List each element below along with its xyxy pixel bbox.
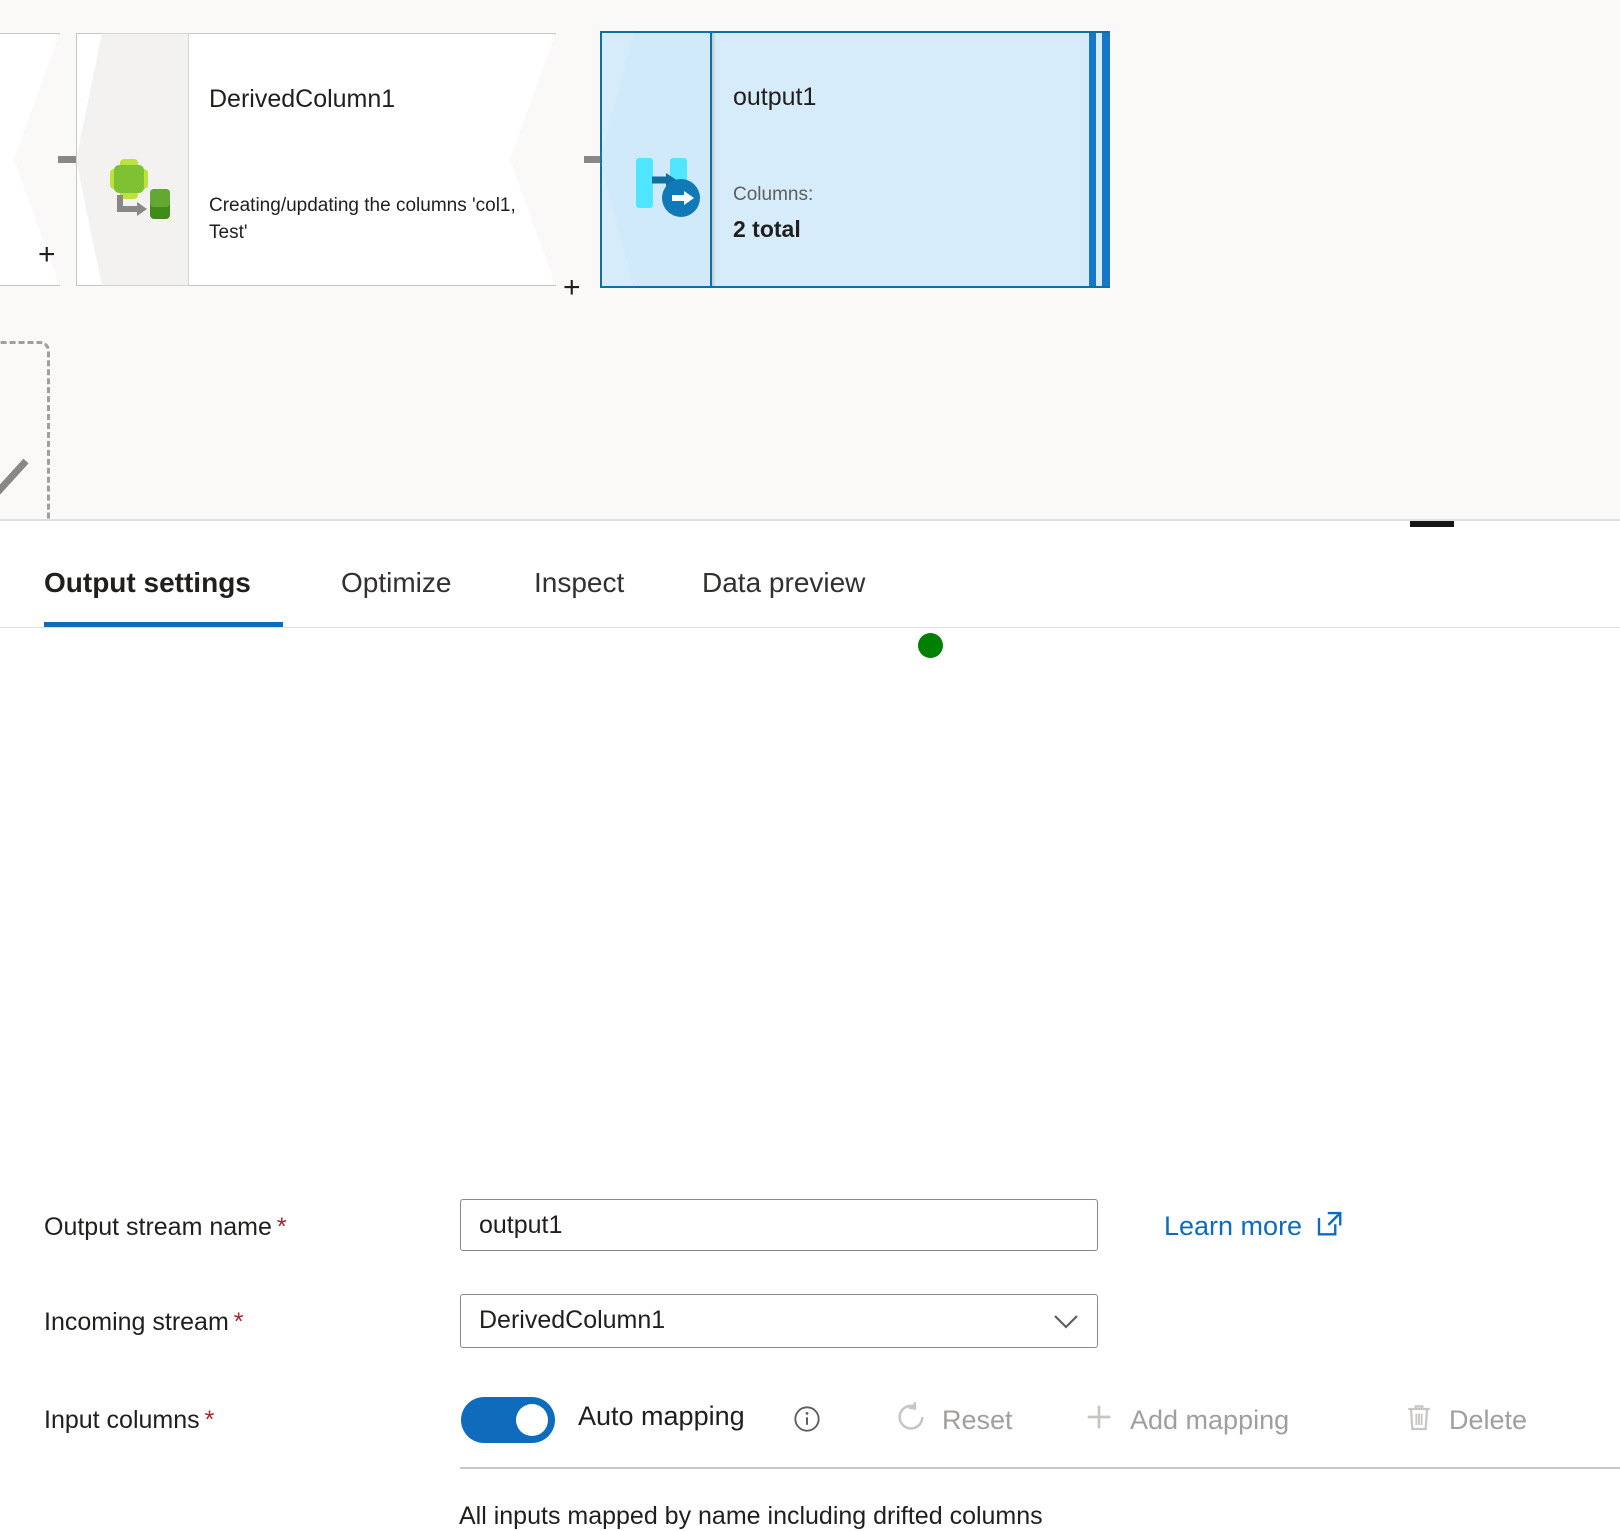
node-output1-divider <box>710 33 716 286</box>
tab-data-preview-label: Data preview <box>702 567 866 598</box>
reset-mapping-button[interactable]: Reset <box>894 1397 1013 1443</box>
chevron-down-icon <box>1053 1313 1079 1336</box>
node-derived-column1-description: Creating/updating the columns 'col1, Tes… <box>209 195 516 243</box>
node-output1-title: output1 <box>733 83 817 111</box>
trash-icon <box>1403 1400 1435 1441</box>
info-icon[interactable] <box>793 1405 821 1438</box>
panel-resize-handle[interactable] <box>1410 521 1454 527</box>
sink-icon <box>632 150 704 222</box>
output-stream-name-label-text: Output stream name <box>44 1213 272 1241</box>
settings-panel: Output settings Optimize Inspect Data pr… <box>0 521 1620 1530</box>
auto-mapping-label: Auto mapping <box>578 1401 745 1431</box>
auto-mapping-toggle-knob <box>516 1404 548 1436</box>
incoming-stream-value: DerivedColumn1 <box>479 1306 666 1334</box>
tab-optimize[interactable]: Optimize <box>341 559 451 627</box>
tab-data-preview[interactable]: Data preview <box>702 559 865 627</box>
refresh-icon <box>894 1400 928 1441</box>
mapping-footer-note: All inputs mapped by name including drif… <box>459 1502 1043 1530</box>
incoming-stream-required-marker: * <box>233 1308 244 1336</box>
diagonal-line <box>0 455 38 507</box>
reset-mapping-label: Reset <box>942 1404 1013 1435</box>
tab-inspect[interactable]: Inspect <box>534 559 624 627</box>
output-stream-name-required-marker: * <box>276 1213 287 1241</box>
node-derived-column1-add-button[interactable]: + <box>563 271 581 304</box>
incoming-stream-label-text: Incoming stream <box>44 1308 229 1336</box>
tab-output-settings-label: Output settings <box>44 567 251 598</box>
add-mapping-button[interactable]: Add mapping <box>1082 1397 1289 1443</box>
tab-output-settings[interactable]: Output settings <box>44 559 283 627</box>
plus-icon <box>1082 1400 1116 1441</box>
tab-optimize-label: Optimize <box>341 567 452 598</box>
node-derived-column1-title: DerivedColumn1 <box>209 85 396 113</box>
learn-more-label: Learn more <box>1164 1211 1303 1241</box>
incoming-stream-select[interactable]: DerivedColumn1 <box>460 1294 1098 1348</box>
auto-mapping-toggle[interactable] <box>461 1397 555 1443</box>
panel-tabbar: Output settings Optimize Inspect Data pr… <box>0 559 1620 658</box>
node-output1-columns-value: 2 total <box>733 216 801 242</box>
add-mapping-label: Add mapping <box>1130 1404 1290 1435</box>
input-columns-label-text: Input columns <box>44 1406 200 1434</box>
canvas-bottom-border <box>0 519 1620 521</box>
node-output1[interactable]: output1 Columns: 2 total <box>600 31 1110 288</box>
output-stream-name-label: Output stream name* <box>44 1213 287 1242</box>
dataflow-canvas[interactable]: + DerivedColumn1 Creating/updating the c… <box>0 0 1620 521</box>
output-stream-name-input[interactable] <box>460 1199 1098 1251</box>
tab-inspect-label: Inspect <box>534 567 625 598</box>
data-preview-status-dot <box>918 633 943 658</box>
delete-mapping-label: Delete <box>1449 1404 1528 1435</box>
external-link-icon <box>1314 1208 1344 1245</box>
node-output1-columns-label: Columns: <box>733 184 814 205</box>
mapping-section-divider <box>460 1467 1620 1469</box>
learn-more-link[interactable]: Learn more <box>1164 1208 1344 1245</box>
node-derived-column1[interactable]: DerivedColumn1 Creating/updating the col… <box>76 33 581 303</box>
node-output1-accent-bar-2 <box>1102 33 1110 286</box>
dashed-placeholder-box <box>0 341 50 521</box>
input-columns-required-marker: * <box>204 1406 215 1434</box>
delete-mapping-button[interactable]: Delete <box>1403 1397 1527 1443</box>
previous-node-add-button[interactable]: + <box>38 238 56 271</box>
input-columns-label: Input columns* <box>44 1406 214 1435</box>
derived-column-icon <box>106 157 178 223</box>
incoming-stream-label: Incoming stream* <box>44 1308 244 1337</box>
node-output1-accent-bar-1 <box>1089 33 1096 286</box>
